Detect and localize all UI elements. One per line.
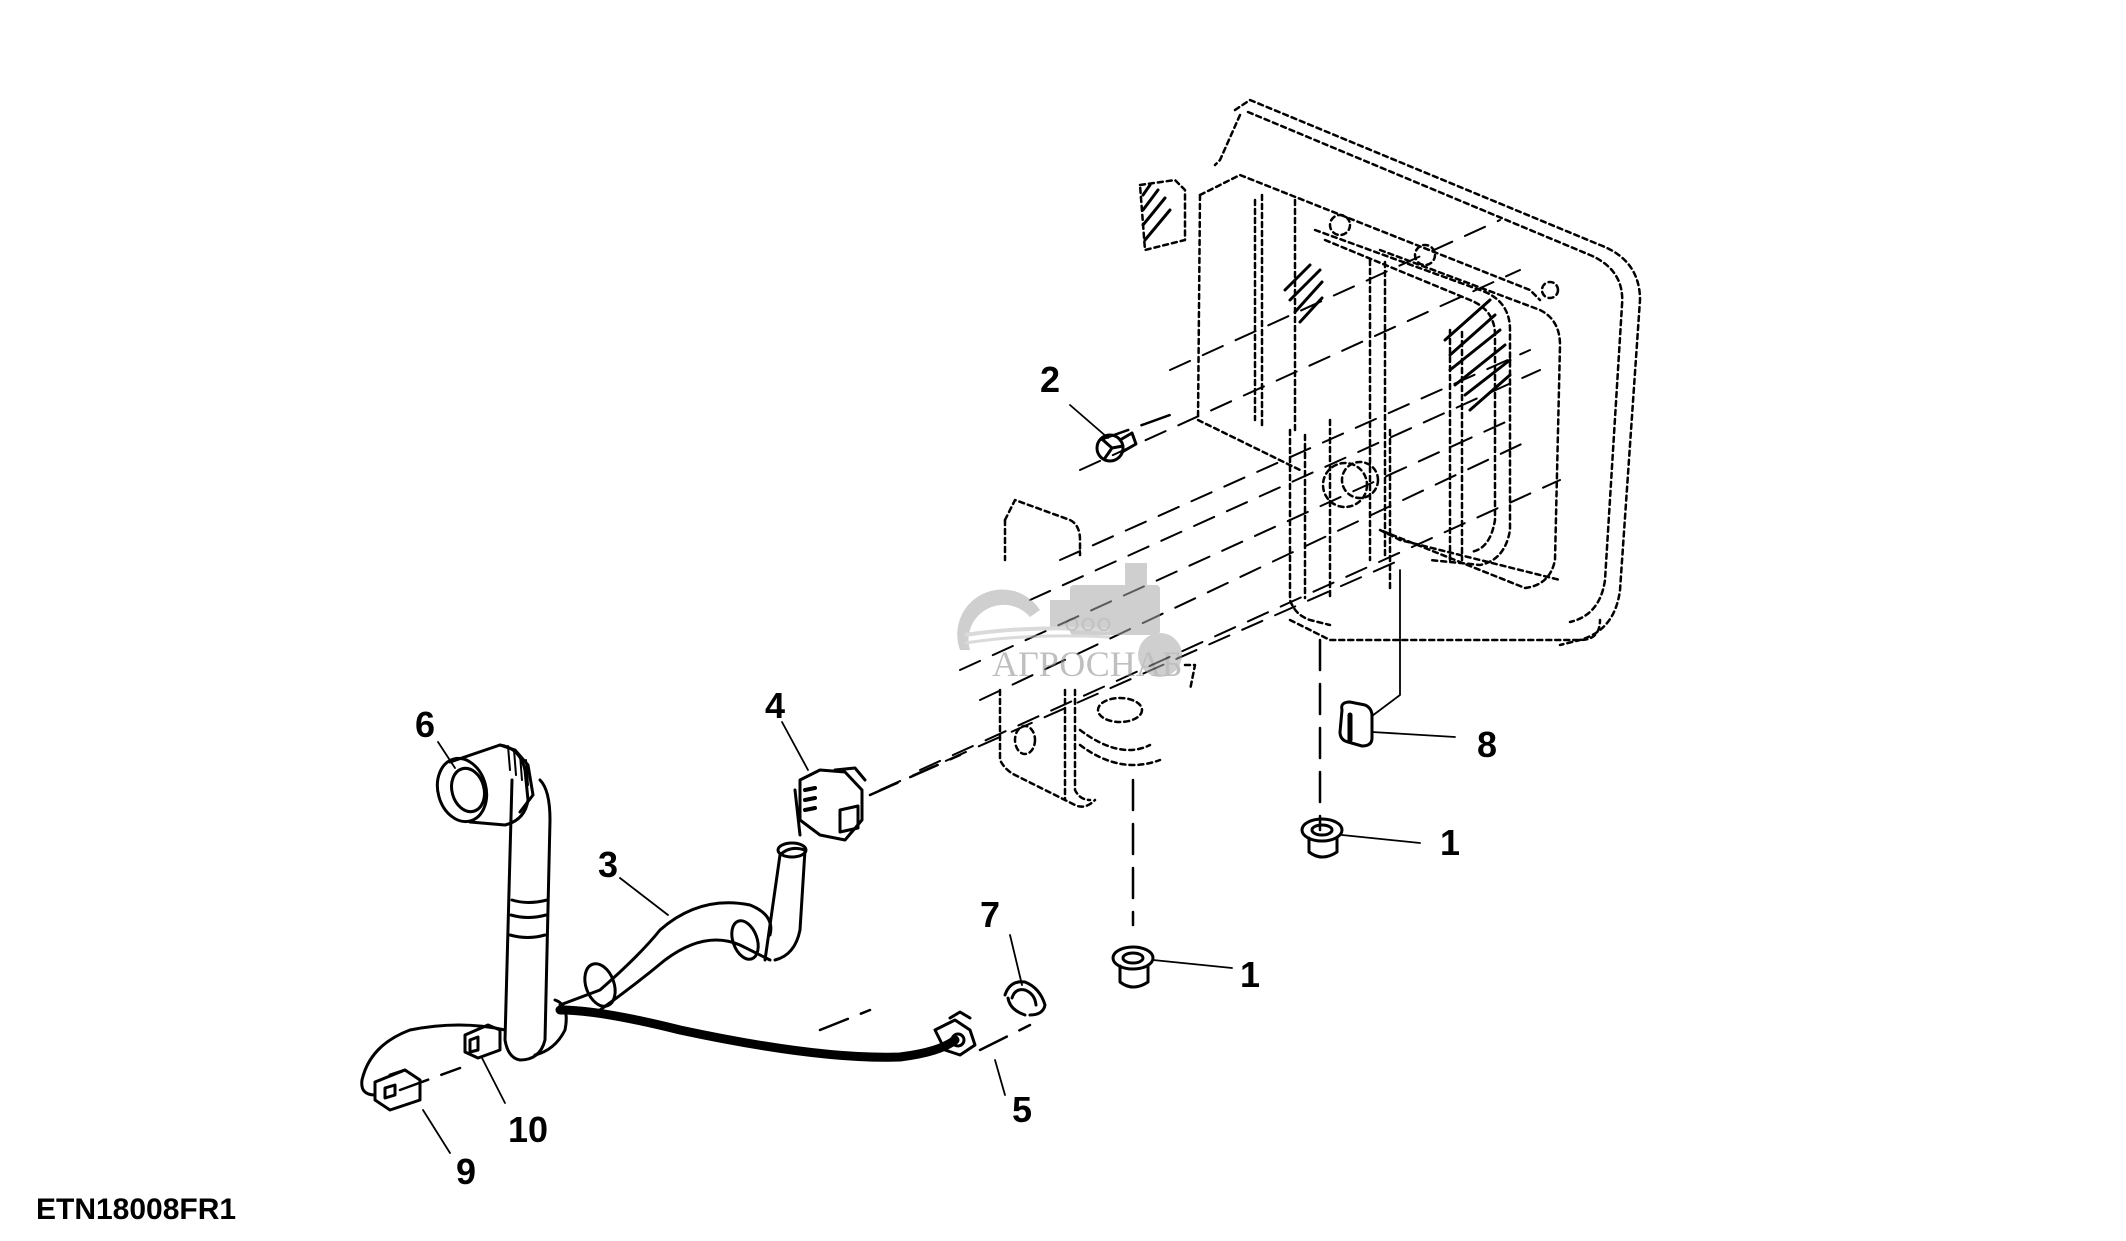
callout-1-right: 1 [1439,822,1461,863]
alignment-lines [879,219,1561,791]
wiring-harness [360,778,960,1097]
connector-receptacle [463,1023,502,1060]
watermark-logo: ООО АГРОСНАБ [950,555,1190,685]
gear-combine-icon [957,563,1182,677]
plug [1338,700,1374,748]
display-panel-outline [1138,98,1642,647]
grommet-lower [1111,945,1155,989]
callout-7: 7 [979,894,1001,935]
display-panel-hatching [1141,183,1512,412]
callout-10: 10 [507,1109,549,1150]
callout-5: 5 [1011,1089,1033,1130]
round-connector [435,743,535,827]
callout-1-lower: 1 [1239,954,1261,995]
leader-dashed [398,413,1322,1092]
bolt [1095,431,1138,463]
watermark-name: АГРОСНАБ [992,644,1183,684]
watermark-prefix: ООО [1065,615,1114,635]
callout-8: 8 [1476,724,1498,765]
callout-6: 6 [414,704,436,745]
callout-leaders [422,404,1456,1154]
grommet-right [1300,817,1344,859]
callout-9: 9 [455,1151,477,1192]
callout-3: 3 [597,844,619,885]
connector-bracket [793,766,867,842]
figure-id: ETN18008FR1 [36,1193,237,1226]
mounting-bracket-outline [998,498,1197,808]
connector-small [933,1010,977,1057]
connector-plug [373,1068,422,1112]
callout-4: 4 [764,685,786,726]
callout-2: 2 [1039,359,1061,400]
clip [1003,980,1047,1017]
